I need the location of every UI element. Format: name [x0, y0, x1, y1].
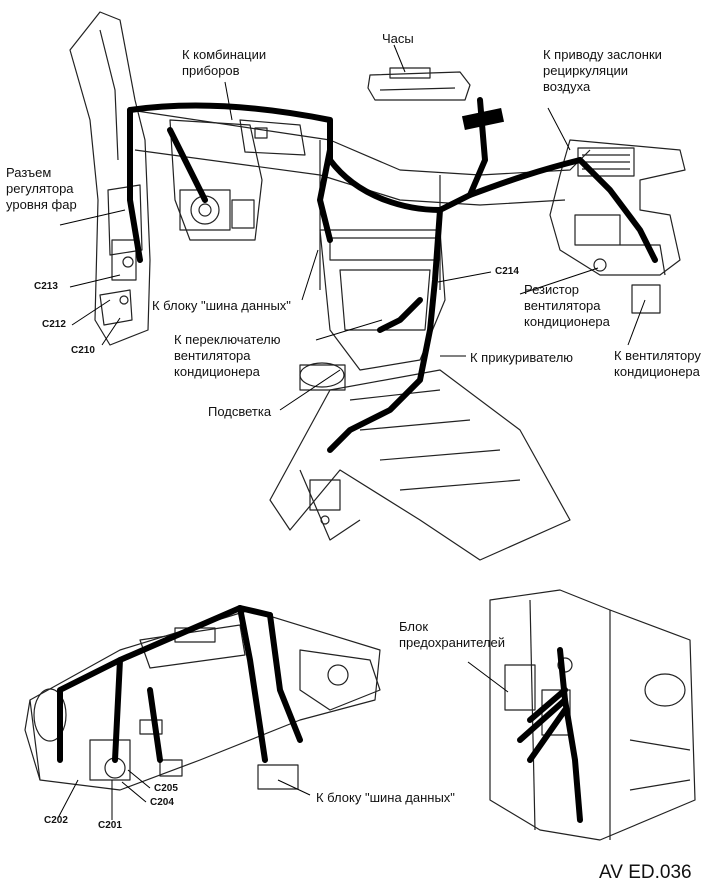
label-databus-top: К блоку "шина данных": [152, 298, 291, 313]
connector-c213: C213: [34, 281, 58, 292]
connector-c214: C214: [495, 266, 519, 277]
center-console: [269, 229, 571, 561]
clock-connector-tag: [461, 107, 505, 131]
label-cigarette-lighter: К прикуривателю: [470, 350, 574, 365]
label-instrument-cluster: К комбинации приборов: [182, 47, 267, 78]
connector-c204: C204: [150, 797, 174, 808]
label-clock: Часы: [382, 31, 414, 46]
label-recirculation-actuator: К приводу заслонки рециркуляции воздуха: [543, 47, 662, 94]
connector-c202: C202: [44, 815, 68, 826]
label-fuse-box: Блок предохранителей: [399, 619, 505, 650]
lower-harness-view: [24, 609, 381, 791]
instrument-cluster-module: [169, 119, 306, 241]
harness-lines: [57, 97, 658, 823]
label-fan: К вентилятору кондиционера: [614, 348, 701, 379]
connector-c201: C201: [98, 820, 122, 831]
label-headlamp-leveling-connector: Разъем регулятора уровня фар: [6, 165, 77, 212]
left-pillar-panel: [69, 11, 151, 346]
connector-c210: C210: [71, 345, 95, 356]
label-databus-bottom: К блоку "шина данных": [316, 790, 455, 805]
label-fan-switch: К переключателю вентилятора кондиционера: [174, 332, 281, 379]
label-fan-resistor: Резистор вентилятора кондиционера: [524, 282, 610, 329]
fuse-box-view: [489, 589, 696, 841]
connector-c205: C205: [154, 783, 178, 794]
clock-unit: [367, 67, 471, 101]
connector-c212: C212: [42, 319, 66, 330]
leader-lines: [57, 44, 646, 820]
label-illumination: Подсветка: [208, 404, 272, 419]
dashboard-crossbar: [129, 109, 591, 290]
figure-id: AV ED.036: [599, 862, 692, 883]
